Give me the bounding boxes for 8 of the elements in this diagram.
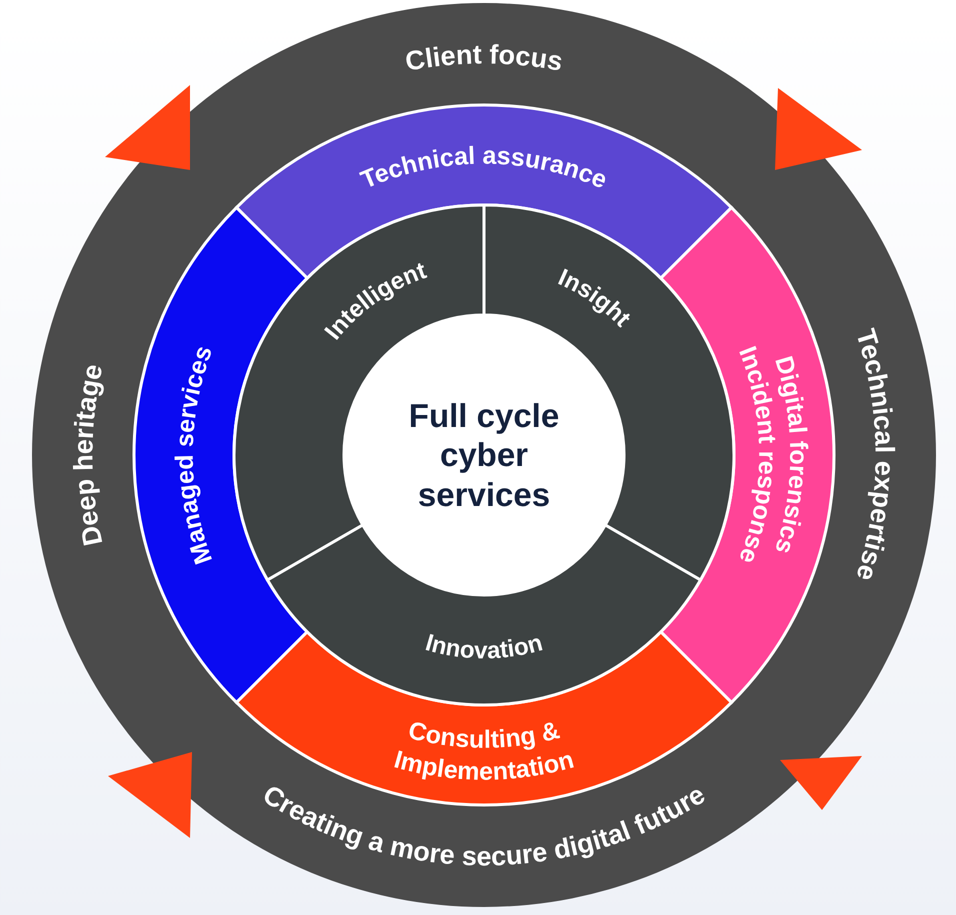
segment-label: Technical assurance (356, 142, 612, 194)
center-title: Full cycle cyber services (408, 396, 560, 514)
ring-segment (266, 524, 702, 706)
ring-label: Client focus (403, 39, 566, 77)
segment-label: Innovation (422, 629, 546, 664)
ring-segment (659, 206, 835, 704)
segment-label: Consulting & Implementation (391, 716, 577, 786)
ring-segment (133, 206, 309, 704)
